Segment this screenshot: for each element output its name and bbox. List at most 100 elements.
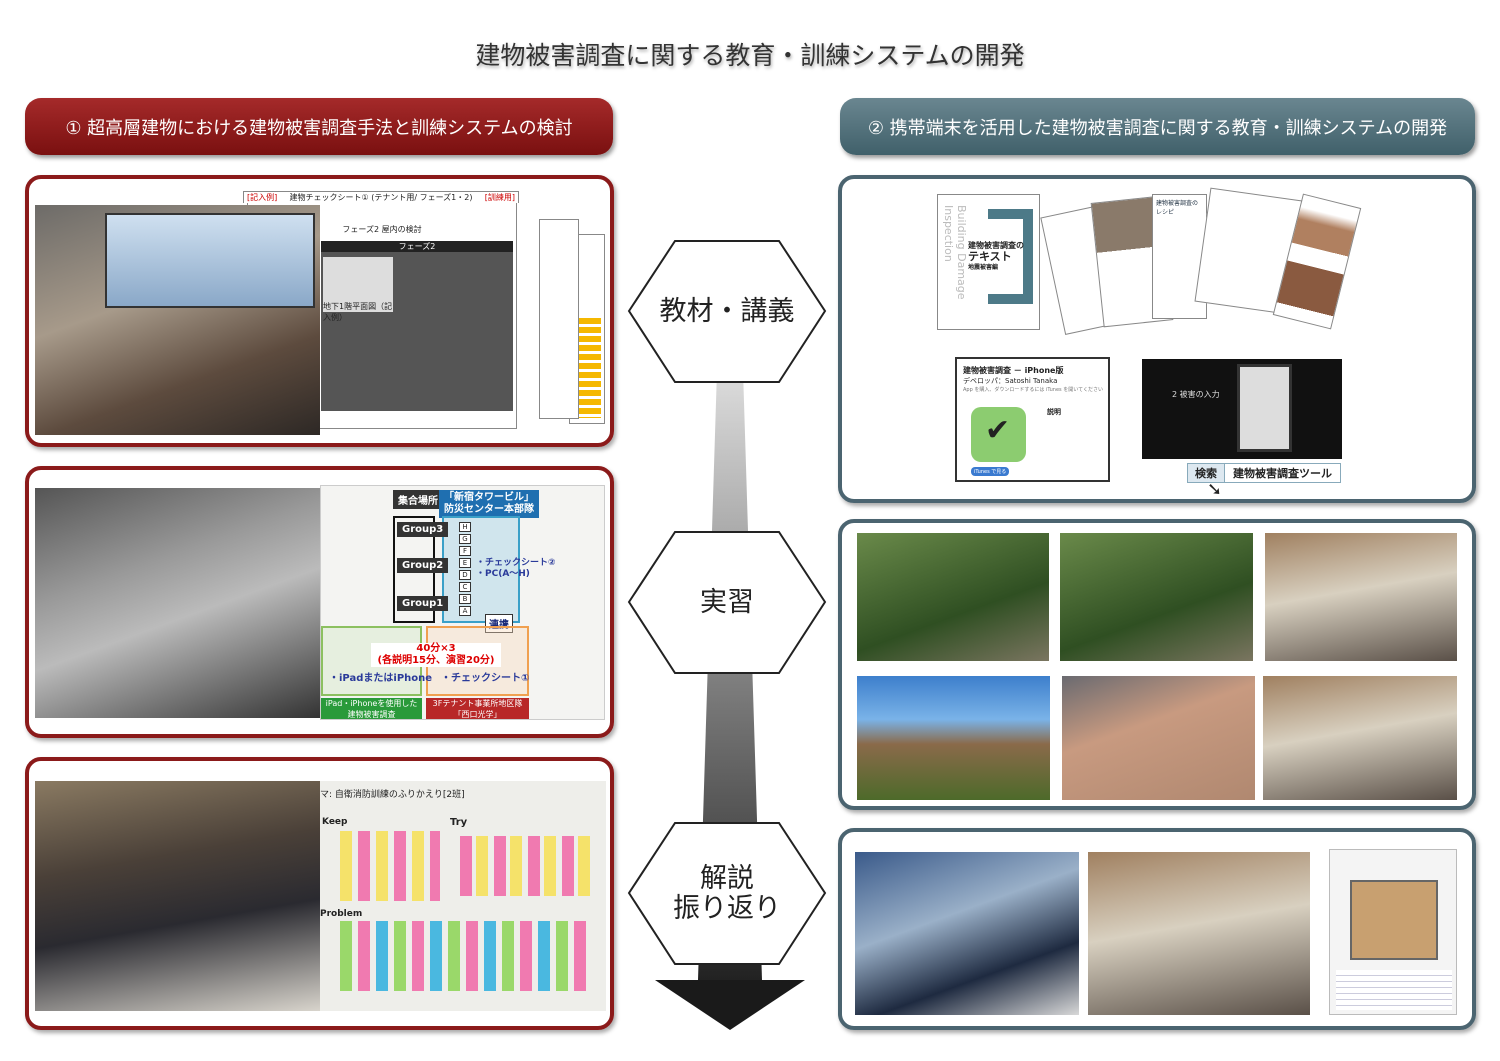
right-panel-materials: Building Damage Inspection 建物被害調査のテキスト地震…	[838, 175, 1476, 503]
problem-label: Problem	[320, 909, 363, 919]
sticky-notes	[340, 831, 440, 901]
group1-label: Group1	[397, 596, 449, 611]
hq-area	[442, 516, 520, 623]
search-button[interactable]: 検索	[1188, 464, 1225, 482]
cursor-icon: ➘	[1207, 479, 1223, 500]
review-meeting-photo	[35, 781, 320, 1011]
example-tag: [記入例]	[247, 193, 278, 202]
group3-label: Group3	[397, 522, 449, 537]
gather-label: 集合場所	[393, 490, 443, 509]
hq-line1: 「新宿タワービル」	[444, 492, 534, 503]
keep-label: Keep	[322, 817, 348, 827]
sheet-title: 建物チェックシート① (テナント用/ フェーズ1・2)	[289, 193, 473, 202]
tablet-training-photo	[855, 852, 1079, 1015]
field-photo	[1060, 533, 1253, 661]
room-marker: F	[459, 546, 471, 556]
ipad-team-line2: 建物被害調査	[347, 710, 396, 719]
page-title: 建物被害調査に関する教育・訓練システムの開発	[475, 41, 1025, 70]
room-marker: H	[459, 522, 471, 532]
ipad-label: ・iPadまたはiPhone	[329, 673, 433, 684]
checksheet-header: [記入例] 建物チェックシート① (テナント用/ フェーズ1・2) [訓練用]	[243, 191, 519, 203]
room-marker: C	[459, 582, 471, 592]
right-panel-review	[838, 828, 1476, 1030]
app-icon: ✔	[971, 407, 1026, 462]
projector-screen	[105, 213, 315, 308]
video-caption: 2 被害の入力	[1172, 390, 1220, 399]
field-photo	[1062, 676, 1255, 800]
hexagon-shape	[627, 822, 827, 965]
classroom-photo	[1088, 852, 1310, 1015]
whiteboard-photo: マ: 自衛消防訓練のふりかえり[2班] Keep Try Problem	[320, 781, 606, 1011]
app-description-label: 説明	[1047, 408, 1061, 416]
left-section-header: ① 超高層建物における建物被害調査手法と訓練システムの検討	[25, 98, 613, 155]
try-label: Try	[450, 817, 468, 828]
plan-label: 地下1階平面図（記入例）	[323, 257, 393, 322]
room-marker: E	[459, 558, 471, 568]
app-note: App を購入、ダウンロードするには iTunes を開いてください	[963, 387, 1103, 393]
sticky-notes	[340, 921, 590, 991]
book-title-2: テキスト	[968, 250, 1012, 263]
tenant-team-line2: 「西口光学」	[453, 710, 502, 719]
phone-image	[1237, 364, 1292, 452]
video-player[interactable]: 2 被害の入力	[1142, 359, 1342, 459]
phase-label: フェーズ2 屋内の検討	[342, 225, 422, 234]
field-photo	[1263, 676, 1457, 800]
room-marker: B	[459, 594, 471, 604]
sticky-notes	[460, 836, 590, 896]
board-title: マ: 自衛消防訓練のふりかえり[2班]	[320, 790, 465, 800]
checksheet-page	[539, 219, 579, 419]
tenant-team-line1: 3Fテナント事業所地区隊	[432, 699, 523, 708]
hq-label: 「新宿タワービル」防災センター本部隊	[439, 490, 539, 518]
book-subtitle: 地震被害編	[968, 264, 999, 271]
floor-plan-thumb	[1350, 880, 1438, 960]
checksheet1-label: ・チェックシート①	[441, 673, 530, 684]
stage-label: 実習	[700, 586, 754, 618]
lecture-photo	[35, 205, 320, 435]
right-panel-fieldwork	[838, 519, 1476, 810]
hq-line2: 防災センター本部隊	[444, 504, 534, 515]
hexagon-shape	[627, 531, 827, 674]
search-query: 建物被害調査ツール	[1233, 467, 1332, 480]
link-label: 連携	[485, 614, 513, 633]
time-label: 40分×3	[416, 643, 456, 654]
tenant-team-label: 3Fテナント事業所地区隊「西口光学」	[426, 698, 529, 719]
stage-practice: 実習	[627, 530, 827, 675]
ipad-team-line1: iPad・iPhoneを使用した	[325, 699, 418, 708]
ipad-team-label: iPad・iPhoneを使用した建物被害調査	[321, 698, 422, 719]
room-marker: A	[459, 606, 471, 616]
stage-review: 解説振り返り	[627, 821, 827, 966]
field-photo	[857, 533, 1049, 661]
hexagon-shape	[627, 240, 827, 383]
training-tag: [訓練用]	[484, 193, 515, 202]
checksheet2-label: ・チェックシート②	[476, 558, 556, 568]
right-section-header: ② 携帯端末を活用した建物被害調査に関する教育・訓練システムの開発	[840, 98, 1475, 155]
phase-bar: フェーズ2	[321, 241, 513, 252]
room-marker: G	[459, 534, 471, 544]
left-panel-review: マ: 自衛消防訓練のふりかえり[2班] Keep Try Problem	[25, 757, 614, 1030]
book-title: 建物被害調査の	[968, 241, 1024, 250]
tablet-screenshot	[1329, 849, 1457, 1015]
stage-label: 解説	[700, 862, 754, 894]
itunes-button[interactable]: iTunes で見る	[971, 467, 1010, 476]
time-detail-label: (各説明15分、演習20分)	[377, 655, 495, 666]
stage-label: 教材・講義	[659, 295, 795, 327]
group2-label: Group2	[397, 558, 449, 573]
app-developer: デベロッパ：Satoshi Tanaka	[963, 377, 1058, 385]
floor-plan: 集合場所 「新宿タワービル」防災センター本部隊 Group3 Group2 Gr…	[320, 485, 605, 720]
search-box[interactable]: 検索 建物被害調査ツール	[1187, 463, 1341, 483]
field-photo	[857, 676, 1050, 800]
app-title: 建物被害調査 － iPhone版	[963, 366, 1064, 375]
app-store-card: 建物被害調査 － iPhone版 デベロッパ：Satoshi Tanaka Ap…	[955, 357, 1110, 482]
stage-label: 振り返り	[673, 892, 781, 924]
pc-label: ・PC(A～H)	[476, 569, 530, 579]
room-marker: D	[459, 570, 471, 580]
left-panel-lecture: フェーズ2 屋内の検討 フェーズ2 地下1階平面図（記入例） [記入例] 建物チ…	[25, 175, 614, 447]
table-thumb	[1336, 970, 1452, 1010]
practice-photo	[35, 488, 320, 718]
field-photo	[1265, 533, 1457, 661]
left-panel-practice: 集合場所 「新宿タワービル」防災センター本部隊 Group3 Group2 Gr…	[25, 466, 614, 738]
stage-lecture: 教材・講義	[627, 239, 827, 384]
book-logo	[988, 209, 1033, 304]
book-spine-text: Building Damage Inspection	[942, 205, 968, 300]
